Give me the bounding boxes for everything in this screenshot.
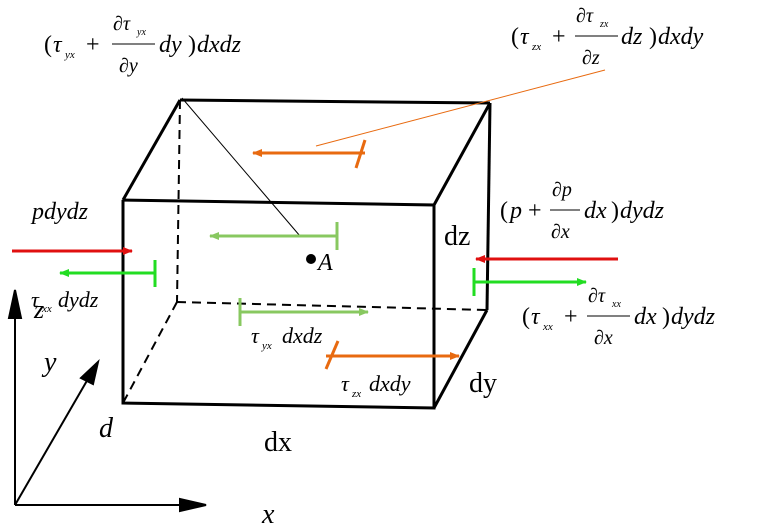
svg-text:∂z: ∂z: [582, 47, 600, 69]
svg-text:∂τ: ∂τ: [576, 5, 594, 27]
point-a-dot: [306, 254, 316, 264]
svg-text:∂x: ∂x: [551, 221, 570, 243]
svg-text:dx: dx: [634, 304, 657, 330]
svg-text:(: (: [500, 198, 508, 224]
leader-line-top-right: [315, 69, 606, 147]
svg-text:xx: xx: [41, 303, 52, 315]
cube-top-back-edge: [179, 98, 491, 105]
svg-text:): ): [649, 24, 657, 50]
cube: [121, 98, 492, 410]
hidden-vertical-edge: [176, 99, 181, 303]
formula-tau-yx-top: ( τ yx + ∂τ yx ∂y dy ) dxdz: [44, 13, 242, 77]
point-a-label: A: [316, 250, 333, 276]
svg-text:+: +: [528, 198, 542, 224]
dz-label: dz: [444, 221, 470, 252]
cube-right-back-edge: [485, 102, 492, 311]
hidden-bottom-back-edge: [176, 301, 488, 311]
svg-text:zx: zx: [351, 388, 361, 400]
svg-text:dy: dy: [159, 32, 182, 58]
svg-text:): ): [662, 304, 670, 330]
svg-text:pdydz: pdydz: [30, 199, 89, 225]
formula-pressure-right: ( p + ∂p ∂x dx ) dydz: [500, 179, 665, 243]
formula-tau-yx-front: τ yx dxdz: [251, 323, 323, 352]
y-axis-arrowhead: [79, 359, 100, 386]
svg-text:zx: zx: [599, 19, 609, 30]
z-axis-label: z: [33, 295, 44, 324]
formula-pressure-left: pdydz: [30, 199, 89, 225]
tau-zx-arrow-top: [252, 139, 367, 169]
tau-yx-arrow-back: [209, 222, 339, 250]
svg-text:yx: yx: [136, 27, 146, 38]
svg-text:τ: τ: [520, 24, 530, 50]
svg-text:dxdz: dxdz: [197, 32, 242, 58]
tau-xx-arrow-left: [59, 260, 157, 287]
svg-text:+: +: [564, 304, 578, 330]
formula-tau-zx-front: τ zx dxdy: [341, 371, 411, 400]
svg-text:(: (: [511, 24, 519, 50]
svg-text:+: +: [552, 24, 566, 50]
svg-text:dydz: dydz: [671, 304, 716, 330]
svg-text:xx: xx: [611, 299, 621, 310]
svg-text:dz: dz: [621, 24, 643, 50]
svg-text:xx: xx: [542, 321, 553, 333]
svg-text:dxdz: dxdz: [282, 323, 323, 348]
leader-line-top-left: [181, 97, 301, 237]
z-axis-arrowhead: [7, 289, 23, 319]
axes: [7, 289, 207, 513]
svg-text:∂x: ∂x: [594, 327, 613, 349]
cube-bottom-right-edge: [432, 309, 489, 409]
svg-text:dxdy: dxdy: [658, 24, 704, 50]
formula-tau-zx-top: ( τ zx + ∂τ zx ∂z dz ) dxdy: [511, 5, 704, 69]
svg-text:yx: yx: [64, 49, 75, 61]
cube-top-left-edge: [121, 99, 182, 201]
x-axis-arrowhead: [179, 497, 207, 513]
svg-text:τ: τ: [251, 323, 260, 348]
d-label: d: [99, 413, 114, 444]
svg-text:τ: τ: [531, 304, 541, 330]
y-axis-label: y: [41, 347, 57, 378]
svg-text:p: p: [508, 198, 522, 224]
x-axis-label: x: [261, 499, 275, 523]
svg-text:dydz: dydz: [58, 287, 99, 312]
cube-top-right-edge: [432, 102, 492, 206]
svg-text:(: (: [522, 304, 530, 330]
svg-text:∂p: ∂p: [552, 179, 572, 201]
svg-text:τ: τ: [31, 287, 40, 312]
formula-tau-xx-left: τ xx dydz: [31, 287, 99, 315]
svg-text:dydz: dydz: [620, 198, 665, 224]
formula-tau-xx-right: ( τ xx + ∂τ xx ∂x dx ) dydz: [522, 285, 716, 349]
hidden-bottom-left-edge: [122, 301, 178, 404]
svg-text:zx: zx: [531, 41, 541, 53]
tau-xx-arrow-right: [472, 268, 587, 296]
tau-zx-arrow-bottom: [324, 340, 460, 370]
svg-text:∂y: ∂y: [119, 55, 138, 77]
svg-text:dxdy: dxdy: [369, 371, 411, 396]
svg-text:(: (: [44, 32, 52, 58]
svg-text:∂τ: ∂τ: [113, 13, 131, 35]
y-axis-line: [14, 371, 93, 506]
svg-text:τ: τ: [53, 32, 63, 58]
svg-text:τ: τ: [341, 371, 350, 396]
dx-label: dx: [264, 427, 292, 458]
tau-yx-arrow-front: [238, 298, 369, 326]
svg-text:dx: dx: [584, 198, 607, 224]
svg-text:∂τ: ∂τ: [588, 285, 606, 307]
svg-text:yx: yx: [261, 340, 272, 352]
svg-text:): ): [188, 32, 196, 58]
cube-hidden-edges: [122, 99, 488, 404]
svg-text:): ): [611, 198, 619, 224]
dy-label: dy: [469, 368, 497, 399]
svg-text:+: +: [86, 32, 100, 58]
